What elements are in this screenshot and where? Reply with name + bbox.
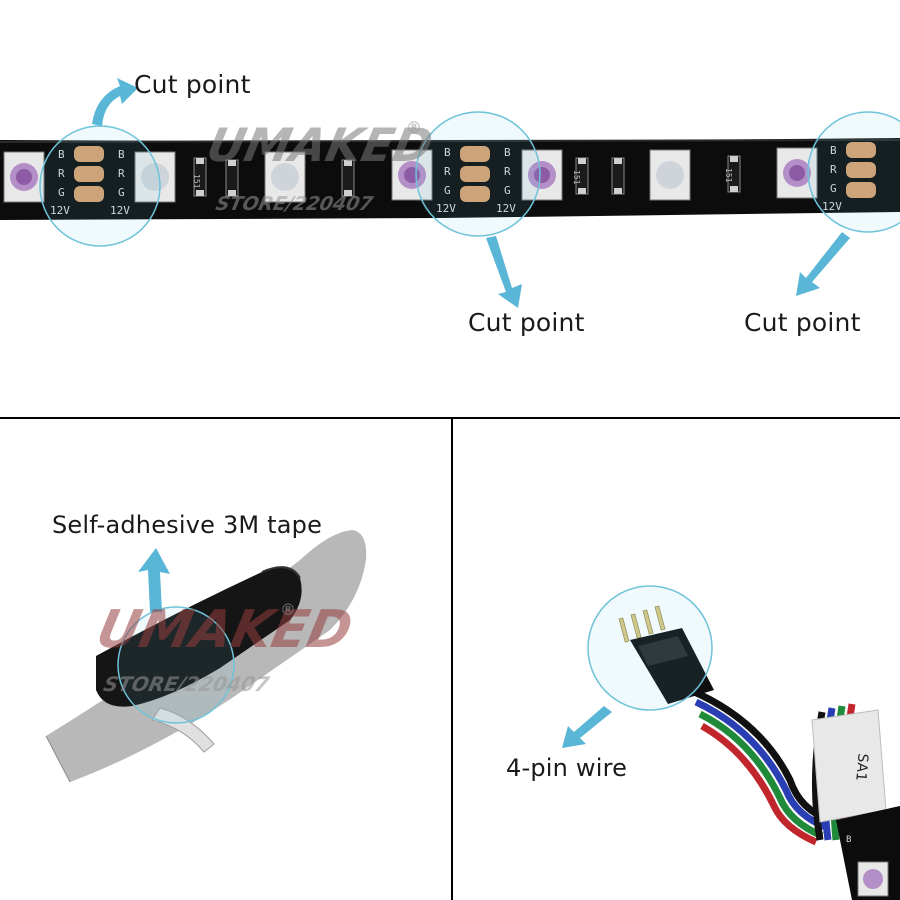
pad-letter: G bbox=[504, 184, 511, 197]
pad-letter: R bbox=[58, 167, 65, 180]
arrow-icon bbox=[562, 706, 612, 748]
pad-letter: 12V bbox=[50, 204, 70, 217]
watermark-brand: UMAKED bbox=[91, 600, 358, 660]
tape-highlight bbox=[117, 606, 235, 724]
cut-point-label: Cut point bbox=[468, 308, 585, 337]
connector-assembly: SA1 B bbox=[618, 605, 900, 900]
cut-point-highlight bbox=[807, 111, 900, 233]
copper-pad-group bbox=[74, 142, 876, 202]
resistor bbox=[193, 155, 741, 197]
led-chip bbox=[3, 151, 45, 203]
led-chip bbox=[521, 149, 563, 201]
arrow-icon bbox=[796, 232, 850, 296]
resistor-code: 151 bbox=[572, 170, 581, 185]
pad-letter: B bbox=[830, 144, 837, 157]
led-chip bbox=[649, 149, 691, 201]
pad-letter: R bbox=[504, 165, 511, 178]
pad-letter: 12V bbox=[436, 202, 456, 215]
wire-label: 4-pin wire bbox=[506, 754, 628, 782]
connector-tag: SA1 bbox=[852, 753, 870, 782]
pad-letter: 12V bbox=[110, 204, 130, 217]
watermark-brand: UMAKED bbox=[202, 118, 438, 172]
pad-letter: R bbox=[830, 163, 837, 176]
resistor-code: 151 bbox=[192, 174, 201, 189]
taped-strip bbox=[45, 530, 367, 783]
arrow-icon bbox=[138, 548, 170, 612]
resistor-code: 151 bbox=[724, 168, 733, 183]
watermark-registered-mark: ® bbox=[280, 600, 296, 619]
arrow-icon bbox=[92, 78, 138, 126]
cut-point-highlight bbox=[39, 125, 161, 247]
pad-letter: G bbox=[118, 186, 125, 199]
pad-letter: G bbox=[58, 186, 65, 199]
pad-letter: G bbox=[830, 182, 837, 195]
cut-point-label: Cut point bbox=[744, 308, 861, 337]
pad-letter: G bbox=[444, 184, 451, 197]
pad-letter: B bbox=[118, 148, 125, 161]
led-chip bbox=[391, 149, 433, 201]
led-strip: B R G 12V B R G 12V B R G 12V B R G 12V … bbox=[0, 138, 900, 220]
pad-letter: B bbox=[846, 835, 851, 845]
watermark-registered-mark: ® bbox=[406, 118, 422, 137]
watermark-store: STORE/220407 bbox=[213, 193, 376, 215]
cut-point-label: Cut point bbox=[134, 70, 251, 99]
arrow-icon bbox=[486, 236, 522, 308]
pad-letter: B bbox=[58, 148, 65, 161]
watermark-store: STORE/220407 bbox=[101, 672, 272, 696]
pad-letter: B bbox=[504, 146, 511, 159]
led-chip bbox=[264, 151, 306, 203]
connector-highlight bbox=[587, 585, 713, 711]
pad-letter: 12V bbox=[822, 200, 842, 213]
pad-letter: B bbox=[444, 146, 451, 159]
cut-point-highlight bbox=[415, 111, 541, 237]
pad-markings: B R G 12V B R G 12V B R G 12V B R G 12V … bbox=[50, 144, 842, 217]
pad-letter: 12V bbox=[496, 202, 516, 215]
pad-letter: R bbox=[444, 165, 451, 178]
pad-letter: R bbox=[118, 167, 125, 180]
tape-label: Self-adhesive 3M tape bbox=[52, 511, 323, 539]
